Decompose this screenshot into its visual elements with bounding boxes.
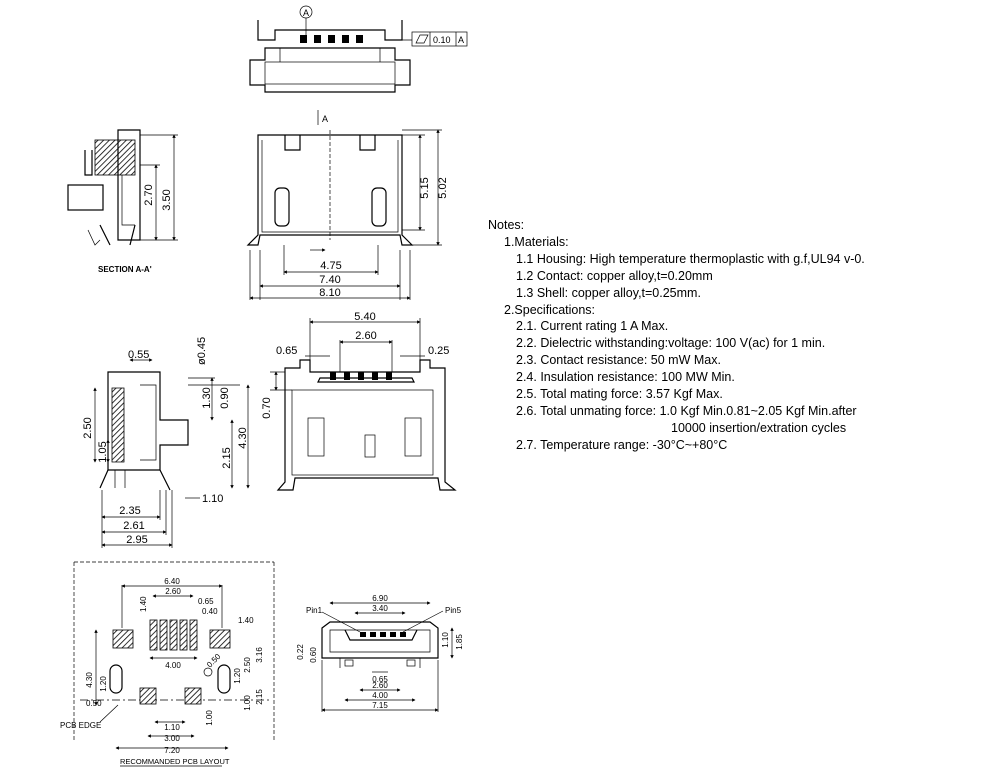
dim-side-1-30: 1.30 — [201, 387, 213, 408]
side-view: 0.55 ø0.45 1.30 0.90 4.30 2.15 2.50 1.05… — [82, 337, 250, 548]
dim-side-2-61: 2.61 — [123, 520, 144, 532]
dim-end-0-25: 0.25 — [428, 345, 449, 357]
dim-side-2-15: 2.15 — [221, 447, 233, 468]
specs-item: 2.2. Dielectric withstanding:voltage: 10… — [516, 336, 826, 351]
dim-pcb-4-00: 4.00 — [165, 661, 181, 670]
dim-front-7-40: 7.40 — [319, 274, 340, 286]
specs-item: 2.6. Total unmating force: 1.0 Kgf Min.0… — [516, 403, 857, 418]
section-view: 2.70 3.50 SECTION A-A' — [67, 129, 178, 274]
dim-pcb-0-40: 0.40 — [202, 607, 218, 616]
panel-contacts — [360, 632, 406, 637]
dim-pcb-0-65: 0.65 — [198, 597, 214, 606]
materials-item: 1.3 Shell: copper alloy,t=0.25mm. — [516, 285, 701, 300]
dim-side-2-50: 2.50 — [82, 417, 94, 438]
dim-front-8-10: 8.10 — [319, 287, 340, 299]
notes-block: Notes: 1.Materials: 1.1 Housing: High te… — [488, 217, 988, 454]
dim-pcb-3-16: 3.16 — [255, 647, 264, 663]
dim-pcb-2-15: 2.15 — [255, 689, 264, 705]
end-slot-right — [404, 417, 422, 457]
top-pins — [300, 35, 363, 43]
pcb-layout-title: RECOMMANDED PCB LAYOUT — [120, 757, 230, 766]
specs-heading: 2.Specifications: — [504, 302, 596, 317]
pin1-label: Pin1 — [306, 606, 323, 615]
notes-heading: Notes: — [488, 218, 525, 232]
specs-item: 2.5. Total mating force: 3.57 Kgf Max. — [516, 387, 723, 402]
dim-pcb-3-00: 3.00 — [164, 734, 180, 743]
panel-view: Pin1 Pin5 6.90 3.40 1.10 1.85 0.22 0.60 … — [296, 594, 464, 712]
dim-pcb-1-40-left: 1.40 — [139, 596, 148, 612]
tolerance-value: 0.10 — [433, 35, 451, 45]
dim-pcb-1-00-right: 1.00 — [243, 695, 252, 711]
dim-panel-6-90: 6.90 — [372, 594, 388, 603]
dim-end-2-60: 2.60 — [355, 330, 376, 342]
dim-side-2-35: 2.35 — [119, 505, 140, 517]
dim-panel-0-60: 0.60 — [309, 647, 318, 663]
dim-pcb-2-50: 2.50 — [243, 657, 252, 673]
dim-pcb-1-10: 1.10 — [164, 723, 180, 732]
section-marker-text: A — [322, 114, 328, 124]
dim-pcb-1-00-bottom: 1.00 — [205, 710, 214, 726]
flatness-icon — [415, 34, 429, 44]
pcb-pad-left — [112, 629, 134, 649]
dim-pcb-6-40: 6.40 — [164, 577, 180, 586]
datum-label: A — [303, 8, 309, 18]
top-view: A 0.10 A — [249, 5, 468, 93]
pin5-label: Pin5 — [445, 606, 462, 615]
front-contact-right — [371, 187, 387, 227]
dim-pcb-0-50-left: 0.50 — [86, 699, 102, 708]
pcb-slot-left — [109, 664, 123, 694]
front-contact-left — [274, 187, 290, 227]
section-title: SECTION A-A' — [98, 265, 152, 274]
dim-side-1-05: 1.05 — [97, 441, 109, 462]
dim-end-0-65: 0.65 — [276, 345, 297, 357]
dim-panel-4-00: 4.00 — [372, 691, 388, 700]
dim-pcb-1-20-left: 1.20 — [99, 676, 108, 692]
end-slot-left — [307, 417, 325, 457]
dim-panel-0-22: 0.22 — [296, 644, 305, 660]
pcb-edge-label: PCB EDGE — [60, 721, 101, 730]
dim-pcb-2-60: 2.60 — [165, 587, 181, 596]
dim-front-4-75: 4.75 — [320, 260, 341, 272]
dim-side-2-95: 2.95 — [126, 534, 147, 546]
dim-end-5-40: 5.40 — [354, 311, 375, 323]
dim-side-4-30: 4.30 — [237, 427, 249, 448]
dim-panel-2-60: 2.60 — [372, 681, 388, 690]
pcb-pad-right — [209, 629, 231, 649]
dim-panel-0-65: 0.65 — [372, 675, 388, 684]
dim-panel-1-10: 1.10 — [441, 632, 450, 648]
dim-panel-1-85: 1.85 — [455, 634, 464, 650]
dim-end-0-70: 0.70 — [261, 397, 273, 418]
specs-item: 2.4. Insulation resistance: 100 MW Min. — [516, 370, 735, 385]
flatness-frame: 0.10 A — [411, 31, 468, 47]
pcb-signal-pads — [149, 619, 198, 651]
front-view: A 5.15 5.02 4.75 7.40 8.10 — [246, 110, 449, 300]
specs-item: 2.3. Contact resistance: 50 mW Max. — [516, 353, 721, 368]
dim-panel-7-15: 7.15 — [372, 701, 388, 710]
dim-side-1-10: 1.10 — [202, 493, 223, 505]
dim-front-5-02: 5.02 — [437, 177, 449, 198]
pcb-slot-right — [217, 664, 231, 694]
dim-front-5-15: 5.15 — [419, 177, 431, 198]
materials-heading: 1.Materials: — [504, 234, 569, 249]
end-view: 5.40 2.60 0.65 0.25 0.70 — [261, 311, 457, 491]
dim-panel-3-40: 3.40 — [372, 604, 388, 613]
specs-item-continued: 10000 insertion/extration cycles — [671, 420, 847, 435]
dim-section-2-70: 2.70 — [143, 184, 155, 205]
dim-section-3-50: 3.50 — [161, 189, 173, 210]
tolerance-datum: A — [458, 35, 464, 45]
materials-item: 1.1 Housing: High temperature thermoplas… — [516, 251, 865, 266]
specs-item: 2.1. Current rating 1 A Max. — [516, 319, 669, 334]
dim-side-0-55: 0.55 — [128, 349, 149, 361]
dim-side-phi-0-45: ø0.45 — [196, 337, 208, 365]
dim-pcb-1-40-right: 1.40 — [238, 616, 254, 625]
dim-side-0-90: 0.90 — [219, 387, 231, 408]
end-contacts — [330, 372, 392, 380]
materials-item: 1.2 Contact: copper alloy,t=0.20mm — [516, 268, 713, 283]
dim-pcb-1-20-right: 1.20 — [233, 668, 242, 684]
dim-pcb-7-20: 7.20 — [164, 746, 180, 755]
pcb-layout: 6.40 2.60 0.65 0.40 1.40 1.40 4.00 4.30 … — [60, 561, 275, 767]
specs-item-last: 2.7. Temperature range: -30°C~+80°C — [516, 437, 728, 452]
dim-pcb-4-30: 4.30 — [85, 672, 94, 688]
